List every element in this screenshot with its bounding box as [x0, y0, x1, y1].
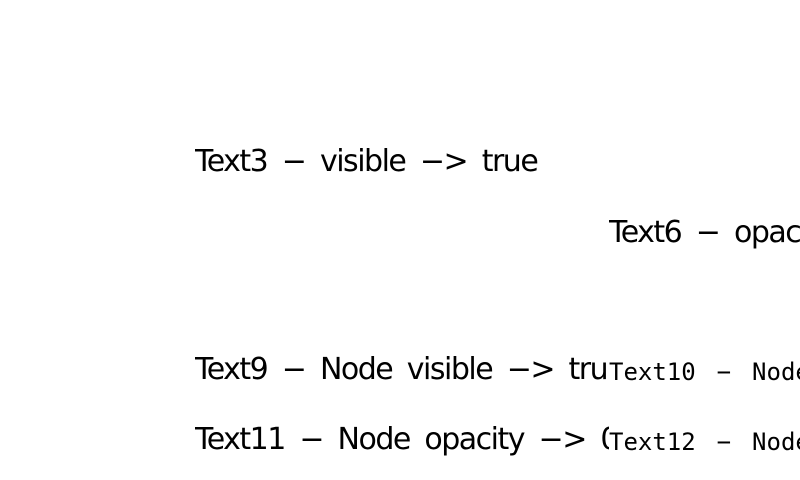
textblock-text10: Text10 − Node [609, 357, 800, 397]
textblock-text12: Text12 − Node [609, 427, 800, 467]
textblock-text11: Text11 − Node opacity −> 0 [195, 425, 609, 457]
textblock-text6: Text6 − opac [609, 218, 800, 258]
textblock-text3: Text3 − visible −> true [195, 147, 539, 179]
textblock-text9: Text9 − Node visible −> tru [195, 355, 609, 387]
